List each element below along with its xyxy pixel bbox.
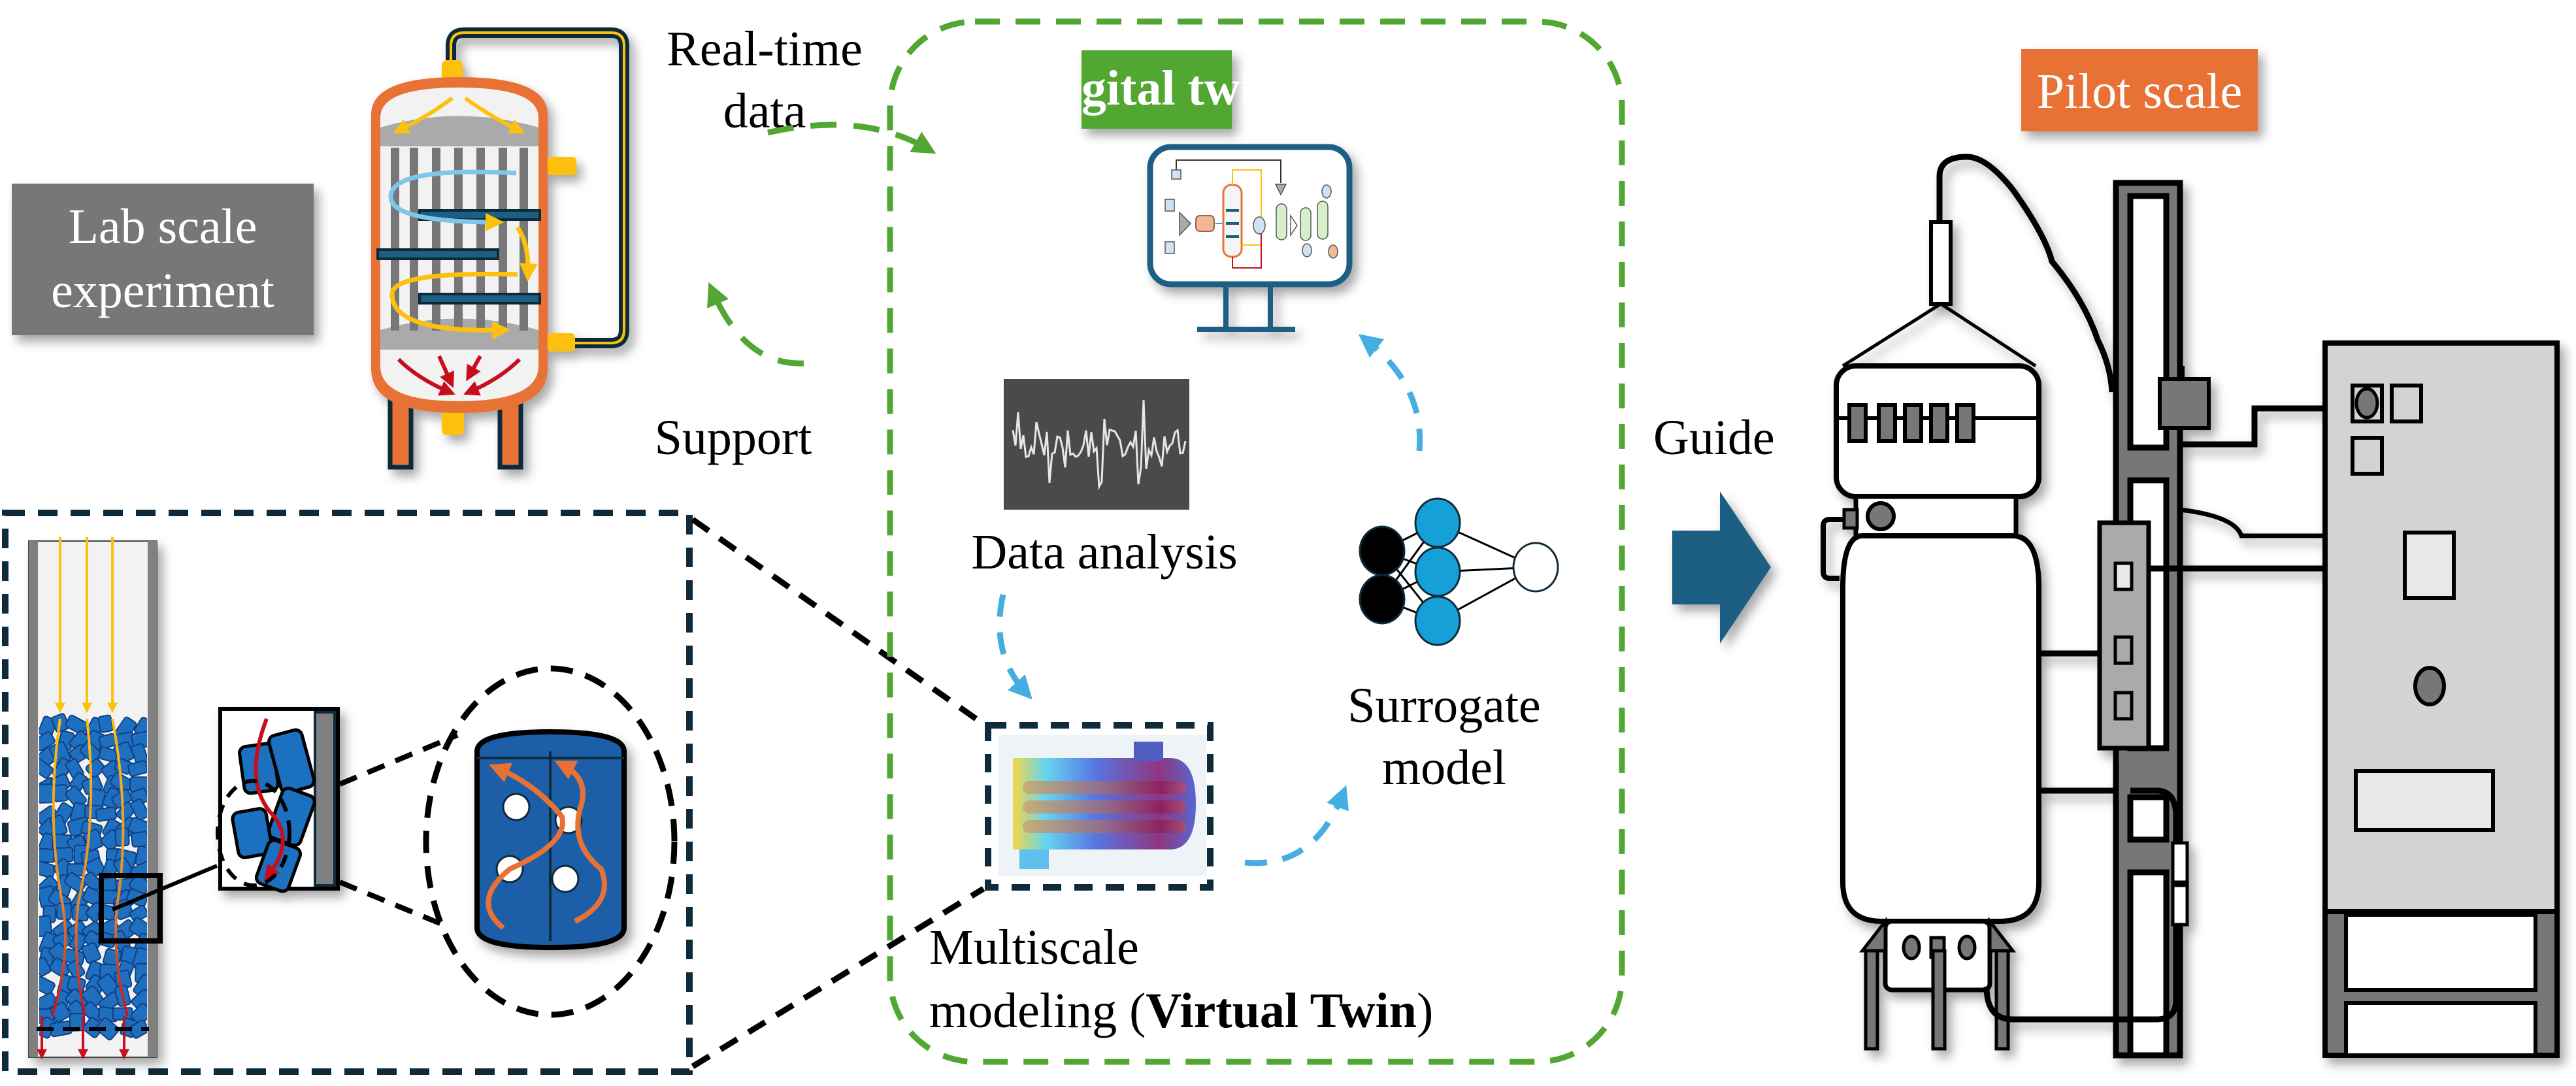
multiscale-label-suffix: ) [1417,983,1433,1038]
surrogate-model-label-line2: model [1382,740,1506,795]
pellet [82,871,103,893]
zoom-connector-bottom [691,886,985,1069]
pellet [39,783,54,804]
pellet [129,1019,147,1039]
multiscale-label-line1: Multiscale [929,920,1139,975]
pilot-scale-label-text: Pilot scale [2037,64,2243,119]
nn-hidden-node [1414,497,1461,548]
lab-scale-label [12,184,314,335]
digital-twin-monitor-icon [1147,144,1353,332]
pellet [127,760,147,777]
pilot-plant-illustration [1821,154,2560,1059]
surrogate-to-twin-arrow [1358,334,1423,452]
waveform-icon [1004,379,1189,510]
nn-output-node [1512,542,1559,593]
process-flowsheet-icon [1164,159,1338,269]
pellet [65,714,88,735]
pellet [39,992,58,1012]
real-time-data-arrow [767,122,936,154]
virtual-twin-emphasis: Virtual Twin [1146,983,1417,1038]
real-time-data-label-line1: Real-time [667,22,863,76]
pellet [131,989,147,1011]
pellet [39,957,52,977]
pellet [81,985,104,1009]
multiscale-label-line2: modeling (Virtual Twin) [929,983,1433,1038]
nn-input-node [1359,525,1406,576]
digital-twin-label-text: Digital twin [1032,61,1281,116]
pellet-cluster-inset [216,707,340,893]
pellet [112,1007,134,1021]
pellet [39,758,54,779]
pellet [130,798,147,821]
pellet [95,806,117,822]
packed-bed-detail-frame [2,510,693,1075]
pellet [95,1017,120,1041]
nn-hidden-node [1414,595,1461,646]
pellet [66,959,86,979]
digital-twin-label-bg [1082,50,1232,129]
data-analysis-label: Data analysis [971,525,1237,580]
bed-zoom-connector [111,864,218,912]
support-label: Support [655,410,812,465]
nn-input-node [1359,574,1406,625]
lab-reactor-icon [371,27,629,470]
single-pellet-detail [423,665,678,1018]
pellet [69,931,88,952]
pellet [128,917,147,940]
pellet [97,714,114,733]
bed-zoom-selector [99,873,163,944]
lab-scale-label-line2: experiment [51,263,274,318]
analysis-to-modeling-arrow [997,594,1032,700]
modeling-to-surrogate-arrow [1244,785,1349,866]
zoom-connector-top [691,517,985,727]
surrogate-model-label-line1: Surrogate [1347,678,1540,733]
neural-network-icon [1359,497,1559,646]
pilot-scale-label [2021,49,2258,131]
support-arrow [707,282,804,367]
pellet [39,976,56,996]
inset-connector-bottom [339,880,452,930]
pellet [130,831,147,848]
guide-label: Guide [1653,410,1775,465]
pellet [129,904,147,923]
nn-hidden-node [1414,546,1461,597]
inset-connector-top [339,732,459,787]
packed-pellets [39,713,147,1041]
pellet [39,860,56,879]
cfd-simulation-image [999,735,1206,876]
pellet [39,847,56,863]
multiscale-label-prefix: modeling ( [929,983,1146,1038]
bed-flow-arrows [37,537,149,1060]
lab-scale-label-line1: Lab scale [68,199,257,254]
guide-arrow-icon [1672,491,1771,644]
